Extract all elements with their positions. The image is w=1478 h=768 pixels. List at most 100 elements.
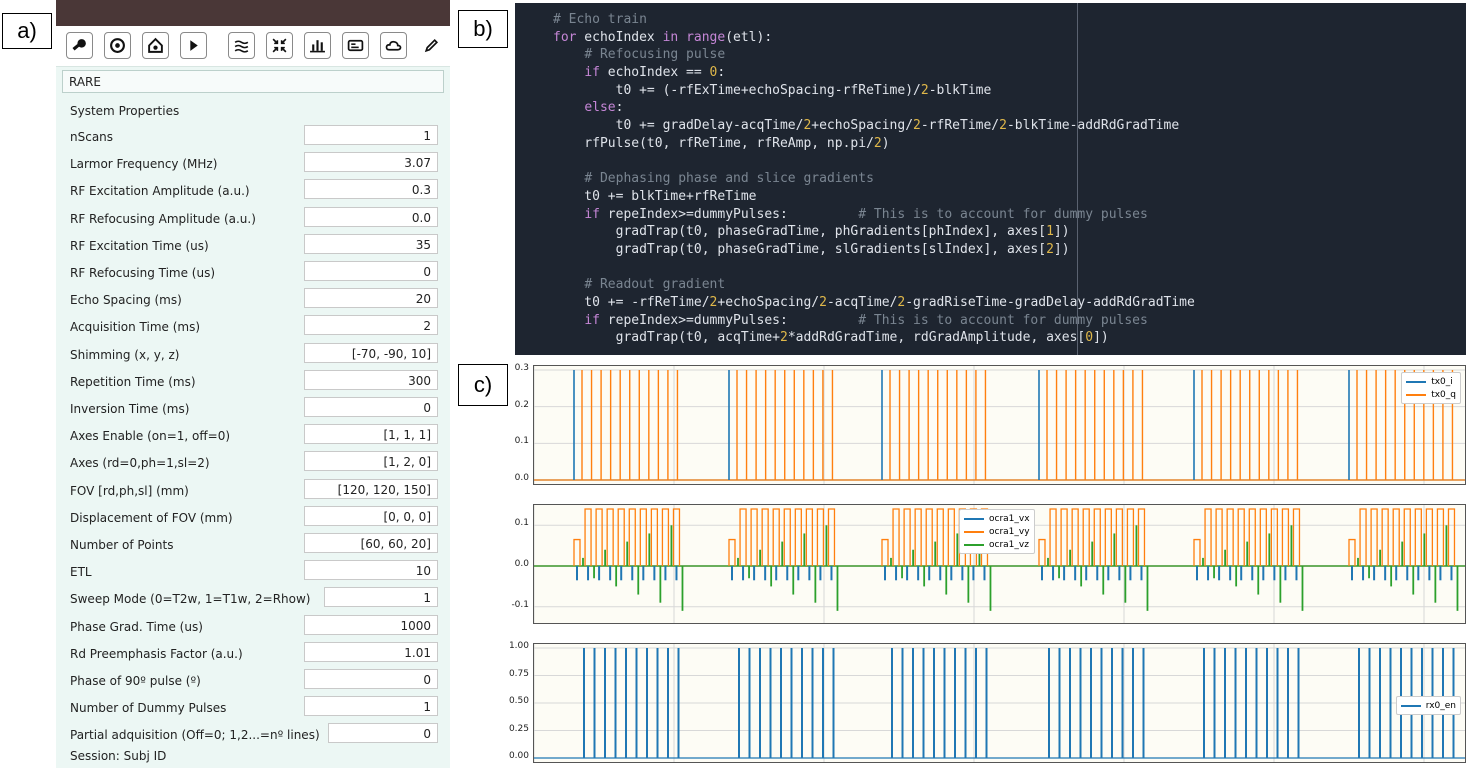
param-input[interactable]: 2 — [304, 315, 438, 336]
pulse-mark — [1115, 508, 1124, 567]
param-input[interactable]: [0, 0, 0] — [304, 505, 438, 526]
play-button[interactable] — [180, 32, 207, 59]
param-label: RF Excitation Amplitude (a.u.) — [70, 184, 250, 199]
code-token: # This is to account for dummy pulses — [858, 206, 1148, 222]
code-token: if — [584, 312, 600, 328]
legend-item: tx0_q — [1406, 388, 1456, 401]
pulse-mark — [1093, 508, 1101, 567]
pulse-mark — [1104, 508, 1112, 567]
param-row: FOV [rd,ph,sl] (mm)[120, 120, 150] — [56, 478, 450, 505]
pulse-mark — [1425, 508, 1434, 567]
card-button[interactable] — [342, 32, 369, 59]
param-input[interactable]: [1, 1, 1] — [304, 424, 438, 445]
key-button[interactable] — [66, 32, 93, 59]
param-input[interactable]: 0 — [304, 261, 438, 281]
chart-button[interactable] — [304, 32, 331, 59]
pulse-mark — [1082, 508, 1090, 567]
target-button[interactable] — [104, 32, 131, 59]
toolbar — [56, 26, 450, 67]
code-token: rfPulse(t0, rfReTime, rfReAmp, np.pi/ — [553, 135, 874, 151]
code-token: 2 — [913, 118, 921, 134]
code-token — [553, 277, 584, 292]
cloud-icon — [385, 40, 402, 51]
y-tick-label: 0.00 — [508, 751, 529, 761]
param-input[interactable]: 0 — [328, 723, 438, 744]
code-token: ) — [881, 135, 890, 151]
code-token: # This is to account for dummy pulses — [858, 312, 1148, 328]
param-input[interactable]: 1 — [324, 587, 438, 608]
pulse-mark — [639, 508, 647, 567]
param-label: Inversion Time (ms) — [70, 402, 190, 416]
param-input[interactable]: [120, 120, 150] — [304, 478, 438, 499]
pulse-mark — [628, 508, 636, 567]
param-row: Rd Preemphasis Factor (a.u.)1.01 — [56, 641, 450, 668]
pulse-mark — [936, 508, 944, 567]
param-input[interactable]: 1 — [304, 125, 438, 145]
code-token: t0 += -rfReTime/ — [553, 295, 710, 310]
param-input[interactable]: 1.01 — [304, 641, 438, 662]
code-line: t0 += gradDelay-acqTime/2+echoSpacing/2-… — [553, 117, 1195, 135]
param-input[interactable]: 0 — [304, 669, 438, 689]
param-label: Phase of 90º pulse (º) — [70, 674, 201, 688]
legend-label: rx0_en — [1425, 700, 1456, 711]
shrink-button[interactable] — [266, 32, 293, 59]
param-input[interactable]: 20 — [304, 288, 438, 309]
param-input[interactable]: 300 — [304, 369, 438, 390]
pulse-mark — [1370, 508, 1378, 567]
pulse-mark — [1137, 508, 1146, 567]
pulse-mark — [1348, 538, 1356, 567]
house-button[interactable] — [142, 32, 169, 59]
pulse-mark — [573, 538, 581, 567]
cloud-button[interactable] — [380, 32, 407, 59]
param-input[interactable]: 1000 — [304, 614, 438, 635]
pulse-mark — [672, 508, 681, 567]
code-token: +echoSpacing/ — [717, 295, 820, 310]
editor-ruler — [1077, 3, 1078, 355]
code-token: ]) — [1053, 224, 1070, 240]
param-input[interactable]: [1, 2, 0] — [304, 451, 438, 472]
param-input[interactable]: 35 — [304, 233, 438, 254]
pulse-mark — [772, 508, 780, 567]
param-input[interactable]: 0 — [304, 397, 438, 417]
pulse-mark — [805, 508, 814, 567]
param-label: RF Refocusing Amplitude (a.u.) — [70, 211, 256, 226]
session-label: Session: Subj ID — [70, 749, 167, 763]
pulse-mark — [1436, 508, 1445, 567]
pulse-mark — [1215, 508, 1223, 567]
param-input[interactable]: 10 — [304, 560, 438, 581]
code-line: for echoIndex in range(etl): — [553, 29, 1195, 47]
param-row: Displacement of FOV (mm)[0, 0, 0] — [56, 505, 450, 532]
legend-item: ocra1_vy — [964, 525, 1030, 538]
pulse-mark — [1237, 508, 1245, 567]
code-token: gradTrap(t0, phaseGradTime, slGradients[… — [553, 241, 1047, 257]
waves-button[interactable] — [228, 32, 255, 59]
pulse-mark — [1060, 508, 1068, 567]
param-input[interactable]: 1 — [304, 696, 438, 717]
code-line: if repeIndex>=dummyPulses: # This is to … — [553, 206, 1195, 224]
param-row: RF Refocusing Amplitude (a.u.) 0.0 — [56, 206, 450, 233]
code-line: gradTrap(t0, phaseGradTime, slGradients[… — [553, 241, 1195, 259]
param-input[interactable]: [-70, -90, 10] — [304, 342, 438, 363]
param-row: Phase Grad. Time (us)1000 — [56, 614, 450, 641]
code-line: gradTrap(t0, phaseGradTime, phGradients[… — [553, 223, 1195, 241]
legend-label: ocra1_vx — [989, 513, 1030, 524]
code-line: t0 += (-rfExTime+echoSpacing-rfReTime)/2… — [553, 82, 1195, 100]
param-input[interactable]: 0.0 — [304, 206, 438, 227]
y-tick-label: 0.75 — [508, 668, 529, 679]
sequence-selector[interactable]: RARE — [62, 70, 444, 93]
y-tick-label: 0.1 — [514, 518, 529, 529]
code-token — [553, 171, 584, 186]
house-icon — [148, 37, 163, 53]
pen-button[interactable] — [418, 32, 445, 59]
param-label: RF Excitation Time (us) — [70, 238, 209, 253]
param-row: RF Excitation Amplitude (a.u.) 0.3 — [56, 178, 450, 205]
param-input[interactable]: 3.07 — [304, 152, 438, 173]
param-input[interactable]: 0.3 — [304, 179, 438, 200]
plot-canvas — [534, 366, 1465, 484]
param-input[interactable]: [60, 60, 20] — [304, 533, 438, 553]
panel-label-b: b) — [458, 10, 508, 48]
